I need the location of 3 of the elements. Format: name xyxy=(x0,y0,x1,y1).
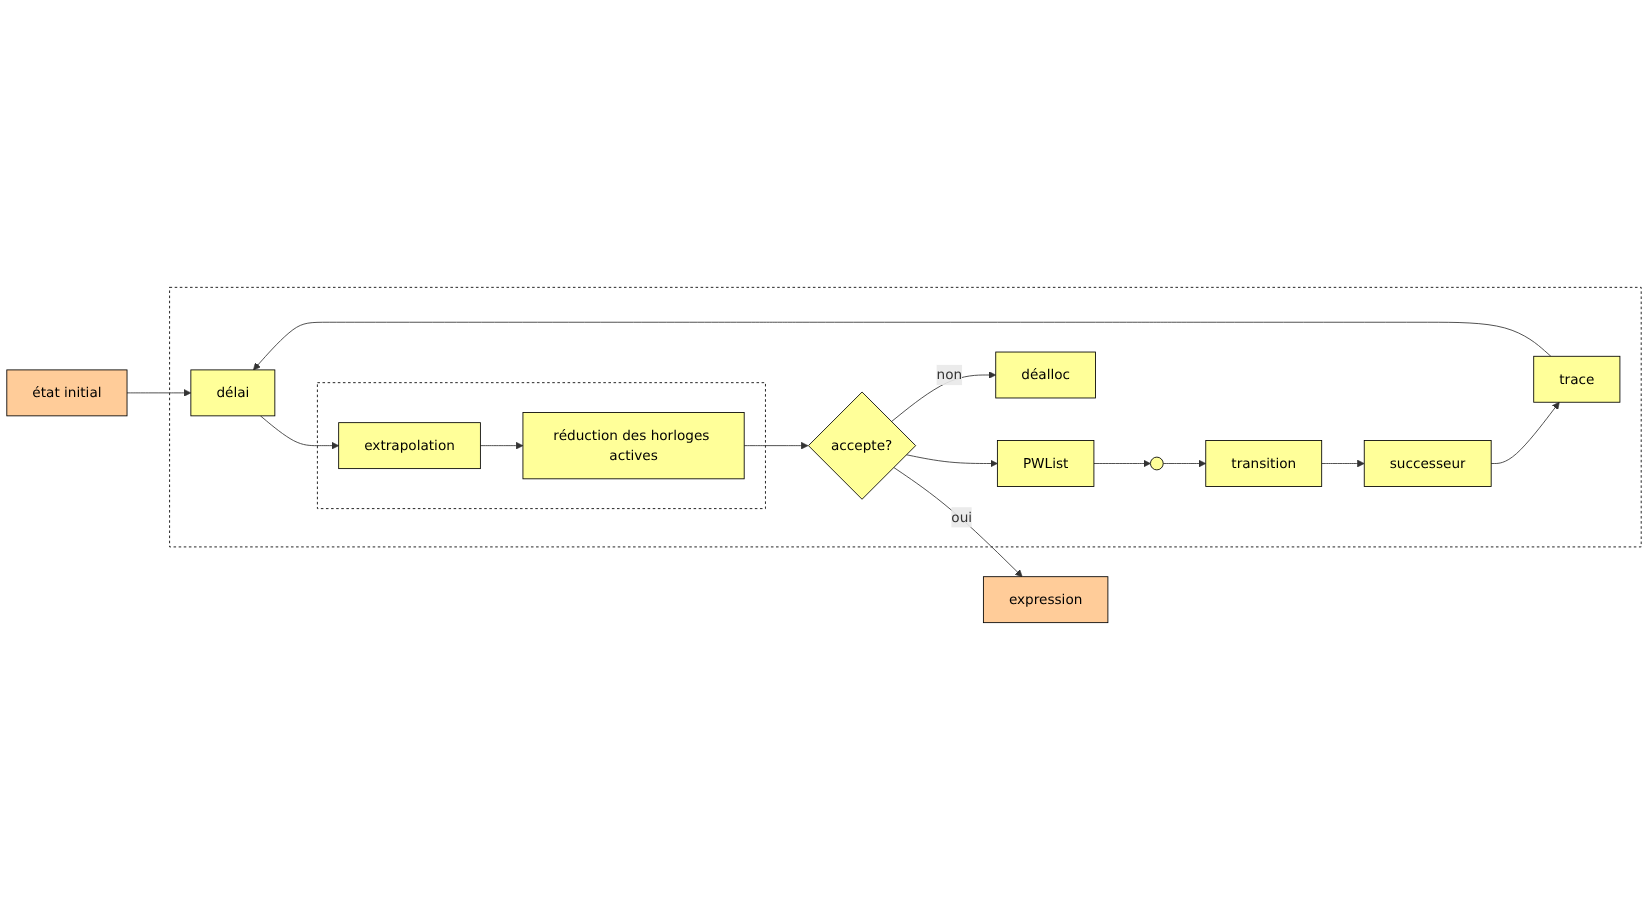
cluster xyxy=(169,286,1642,548)
node-circle xyxy=(1150,456,1164,471)
cluster xyxy=(316,382,766,510)
